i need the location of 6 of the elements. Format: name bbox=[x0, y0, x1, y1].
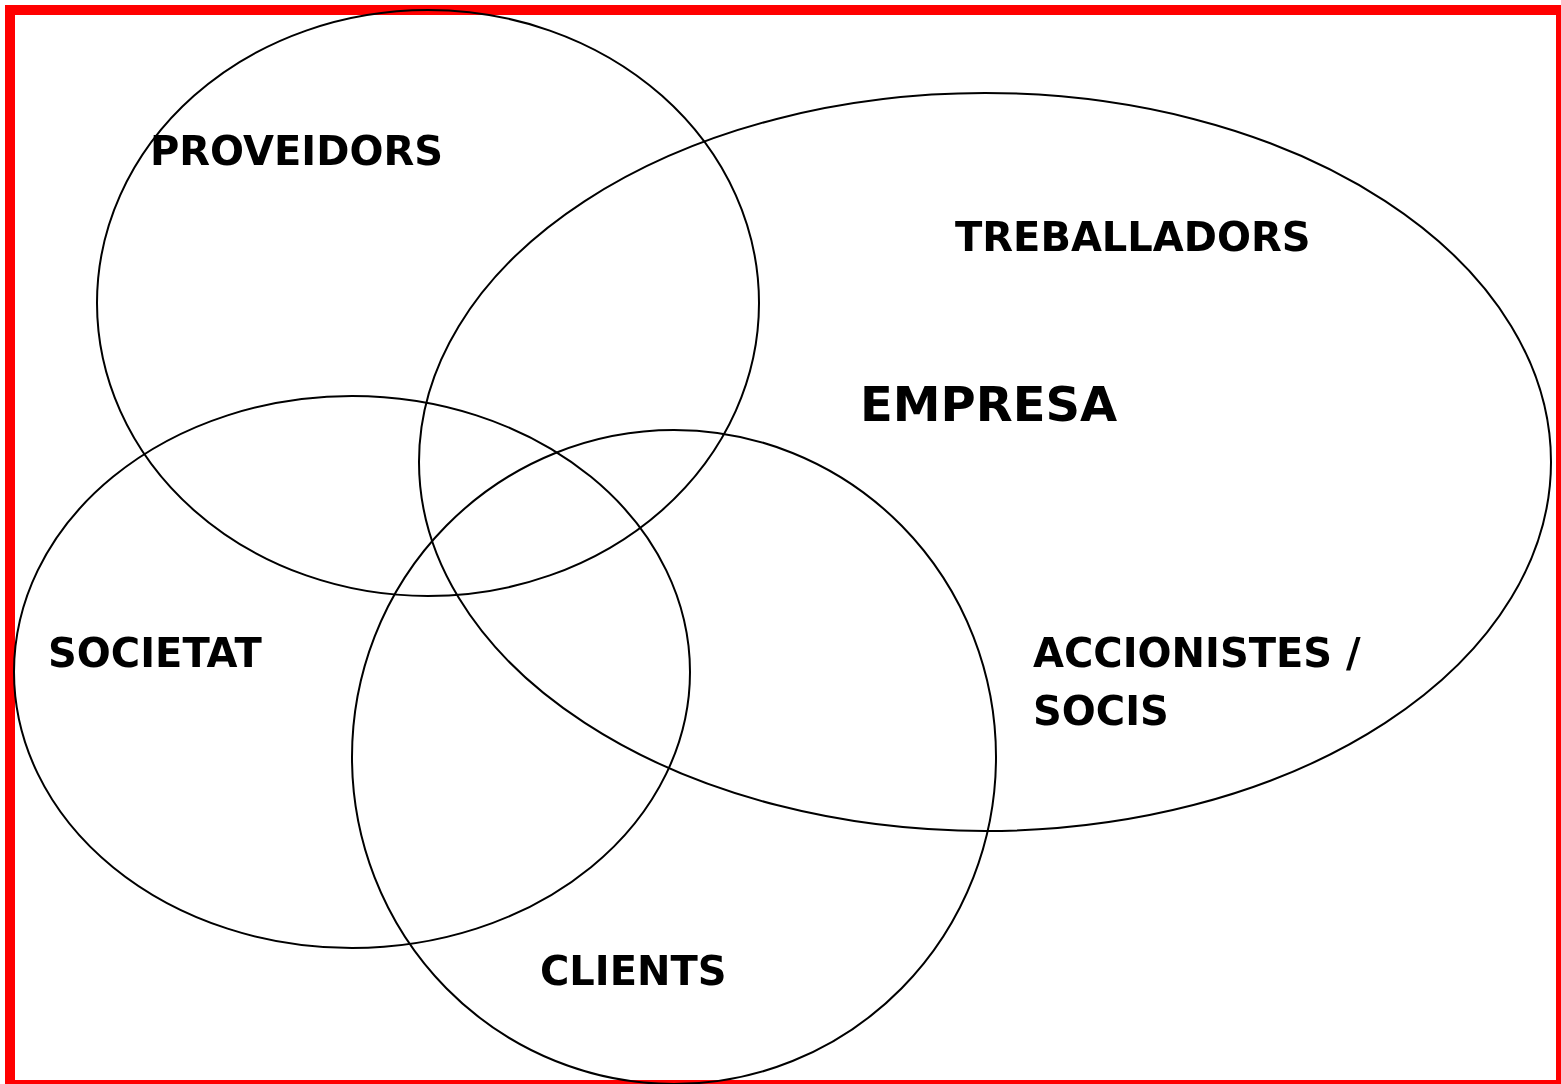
set-label: PROVEIDORS bbox=[150, 127, 444, 176]
set-label: ACCIONISTES / SOCIS bbox=[1033, 629, 1362, 736]
set-label: CLIENTS bbox=[540, 947, 727, 996]
set-label: TREBALLADORS bbox=[955, 213, 1311, 262]
set-label: SOCIETAT bbox=[48, 629, 262, 678]
set-label: EMPRESA bbox=[860, 375, 1118, 434]
